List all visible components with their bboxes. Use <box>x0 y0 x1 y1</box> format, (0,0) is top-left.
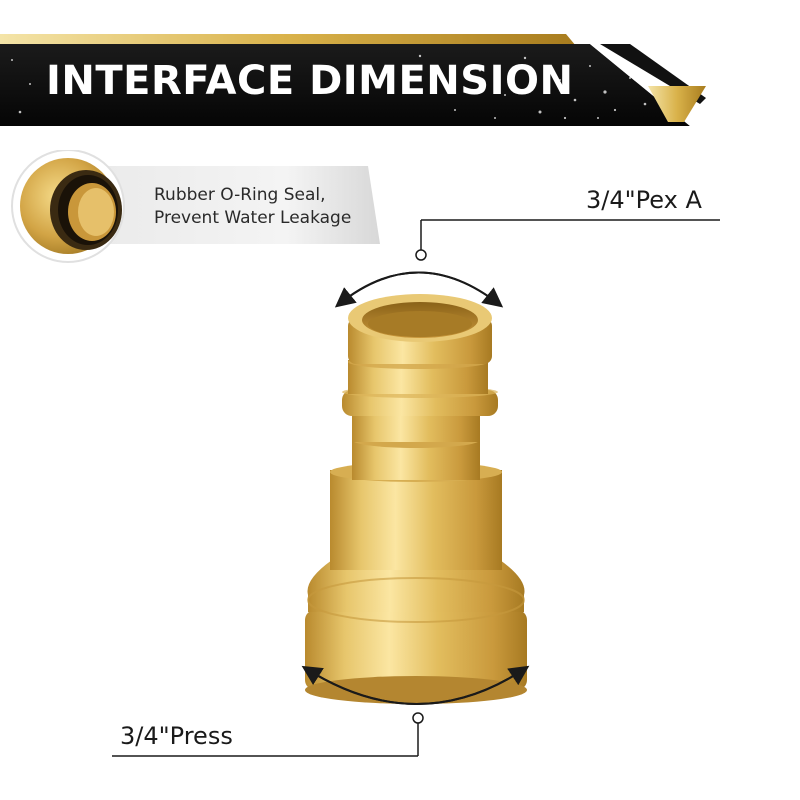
press-dimension-label: 3/4"Press <box>120 722 233 750</box>
pex-barb-section <box>342 318 498 480</box>
page-title: INTERFACE DIMENSION <box>46 58 574 104</box>
pex-dimension-label: 3/4"Pex A <box>586 186 702 214</box>
top-dimension-arrow-left <box>334 271 501 308</box>
gold-tail <box>648 86 706 122</box>
sparkle-dots <box>11 54 647 120</box>
feature-callout: Rubber O-Ring Seal, Prevent Water Leakag… <box>8 150 408 270</box>
top-leader-line <box>415 219 720 261</box>
bottom-dimension-arrow-left <box>301 665 527 705</box>
o-ring-closeup-image <box>11 150 125 263</box>
feature-tag-bg <box>68 166 380 244</box>
feature-line-2: Prevent Water Leakage <box>154 208 352 228</box>
black-band <box>0 44 690 126</box>
pex-opening <box>348 294 492 342</box>
bottom-leader-line <box>112 712 424 757</box>
gold-strip-top <box>0 34 576 46</box>
header-banner: INTERFACE DIMENSION <box>0 0 800 140</box>
feature-description: Rubber O-Ring Seal, Prevent Water Leakag… <box>154 184 351 230</box>
feature-line-1: Rubber O-Ring Seal, <box>154 185 326 205</box>
press-end-section <box>305 462 527 704</box>
banner-graphic <box>0 34 706 126</box>
feature-graphic <box>11 150 380 263</box>
